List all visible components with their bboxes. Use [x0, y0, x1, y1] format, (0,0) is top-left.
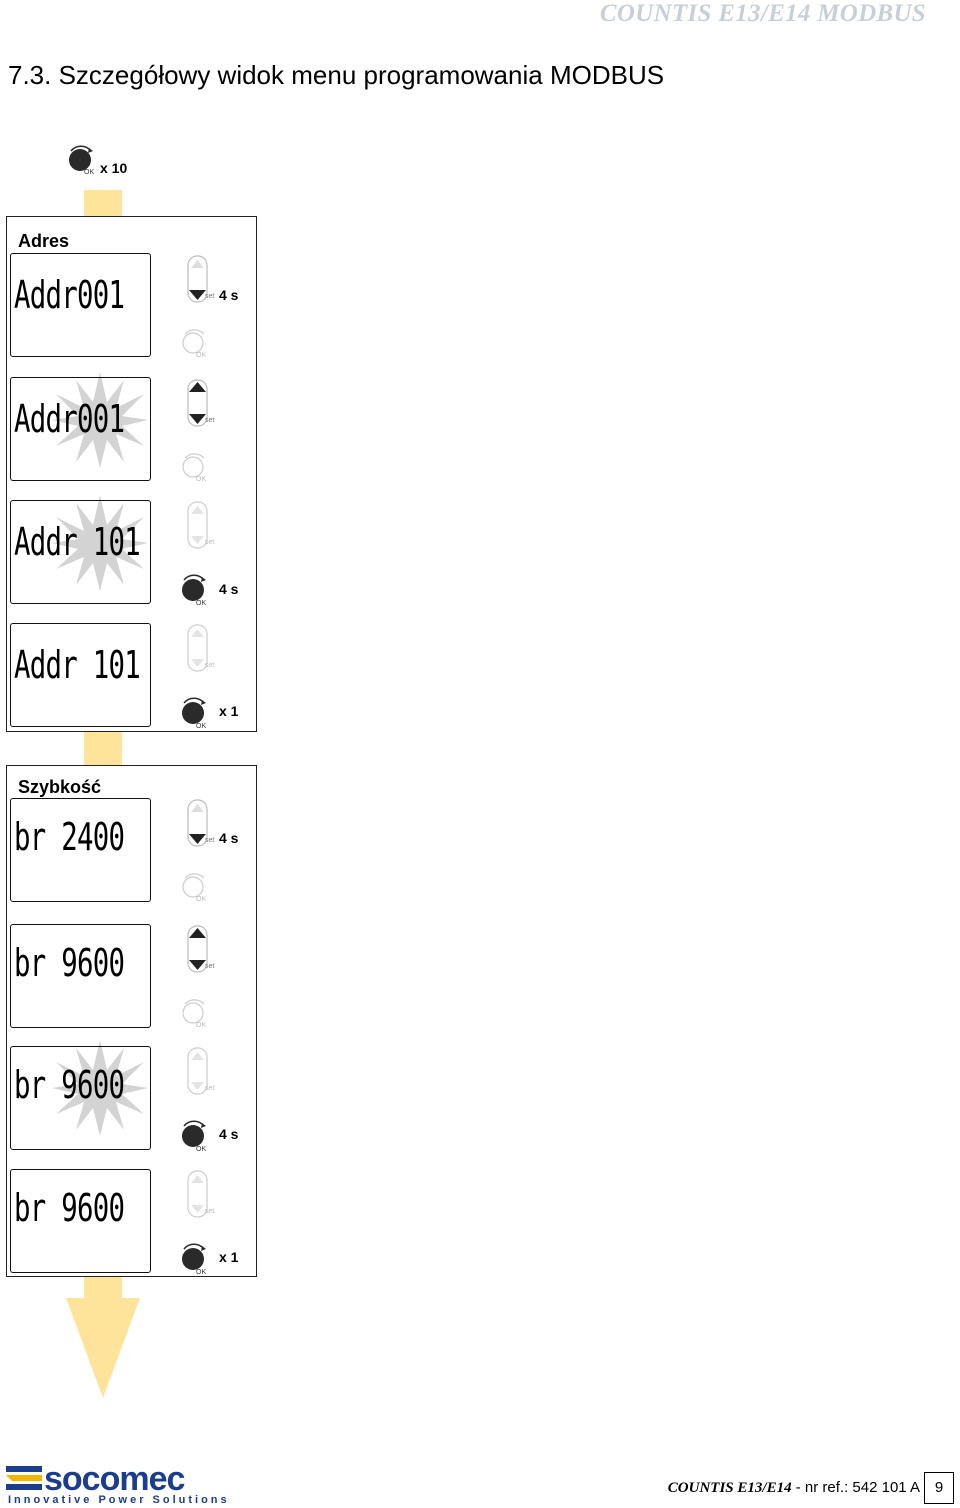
lcd-text: br 9600: [14, 1186, 125, 1230]
ok-text: OK: [196, 896, 206, 903]
ok-knob-icon: OK: [69, 145, 94, 176]
up-down-set-button-inactive-icon: set: [187, 1170, 214, 1218]
lcd-text: br 9600: [14, 941, 125, 985]
lcd-text: Addr 101: [14, 643, 141, 687]
flow-arrow-mid: [84, 729, 122, 767]
brand-tagline: Innovative Power Solutions: [8, 1494, 230, 1506]
ok-knob-icon: OK: [182, 1243, 206, 1275]
step-label: 4 s: [219, 830, 239, 846]
panel-address-label: Adres: [18, 231, 70, 251]
lcd-screen: [10, 500, 151, 604]
ok-knob-inactive-icon: OK: [182, 873, 206, 903]
ok-text: OK: [196, 352, 206, 359]
ok-text: OK: [196, 723, 206, 729]
ok-text: OK: [84, 169, 94, 176]
flow-arrow-top: [84, 190, 122, 218]
set-text: set: [205, 1208, 214, 1215]
set-text: set: [205, 417, 214, 424]
footer-reference: COUNTIS E13/E14 - nr ref.: 542 101 A: [668, 1479, 920, 1497]
panel-speed-label: Szybkość: [18, 777, 102, 797]
lcd-text: Addr001: [14, 273, 125, 317]
blink-burst-icon: [52, 495, 148, 591]
socomec-logo-icon: [6, 1466, 42, 1490]
lcd-text: Addr 101: [14, 520, 141, 564]
footer-ref: - nr ref.: 542 101 A: [791, 1479, 920, 1496]
lcd-text: Addr001: [14, 397, 125, 441]
set-text: set: [205, 837, 214, 844]
ok-knob-icon: OK: [182, 697, 206, 729]
document-header: COUNTIS E13/E14 MODBUS: [599, 0, 926, 27]
lcd-screen: [10, 798, 151, 902]
step-label: 4 s: [219, 581, 239, 597]
top-counter: x 10: [100, 160, 128, 176]
lcd-screen: [10, 377, 151, 481]
ok-knob-icon: OK: [182, 1120, 206, 1152]
ok-text: OK: [196, 1022, 206, 1029]
blink-burst-icon: [52, 1040, 148, 1136]
up-down-set-button-inactive-icon: set: [187, 624, 214, 672]
ok-knob-inactive-icon: OK: [182, 453, 206, 483]
step-label: 4 s: [219, 1126, 239, 1142]
ok-knob-icon: OK: [182, 574, 206, 606]
footer-product: COUNTIS E13/E14: [667, 1480, 792, 1496]
ok-text: OK: [196, 600, 206, 606]
up-down-set-button-icon: set: [187, 379, 214, 427]
up-down-set-button-icon: set: [187, 799, 214, 847]
flow-arrow-head: [66, 1298, 140, 1398]
step-label: 4 s: [219, 287, 239, 303]
up-down-set-button-inactive-icon: set: [187, 501, 214, 549]
step-label: x 1: [219, 703, 239, 719]
ok-knob-inactive-icon: OK: [182, 999, 206, 1029]
set-text: set: [205, 539, 214, 546]
set-text: set: [205, 1085, 214, 1092]
lcd-screen: [10, 924, 151, 1028]
ok-text: OK: [196, 1269, 206, 1275]
panel-speed: [6, 765, 257, 1277]
ok-knob-inactive-icon: OK: [182, 329, 206, 359]
set-text: set: [205, 293, 214, 300]
page-number: 9: [924, 1472, 954, 1504]
ok-text: OK: [196, 1146, 206, 1152]
step-label: x 1: [219, 1249, 239, 1265]
lcd-text: br 2400: [14, 815, 125, 859]
blink-burst-icon: [52, 372, 148, 468]
lcd-screen: [10, 623, 151, 727]
up-down-set-button-inactive-icon: set: [187, 1047, 214, 1095]
lcd-screen: [10, 253, 151, 357]
set-text: set: [205, 963, 214, 970]
brand-name: socomec: [44, 1460, 185, 1498]
lcd-screen: [10, 1169, 151, 1273]
flow-arrow-bottom-stem: [84, 1276, 122, 1300]
set-text: set: [205, 662, 214, 669]
section-title: 7.3. Szczegółowy widok menu programowani…: [8, 60, 665, 90]
up-down-set-button-icon: set: [187, 925, 214, 973]
lcd-screen: [10, 1046, 151, 1150]
ok-text: OK: [196, 476, 206, 483]
panel-address: [6, 216, 257, 732]
lcd-text: br 9600: [14, 1063, 125, 1107]
up-down-set-button-icon: set: [187, 255, 214, 303]
